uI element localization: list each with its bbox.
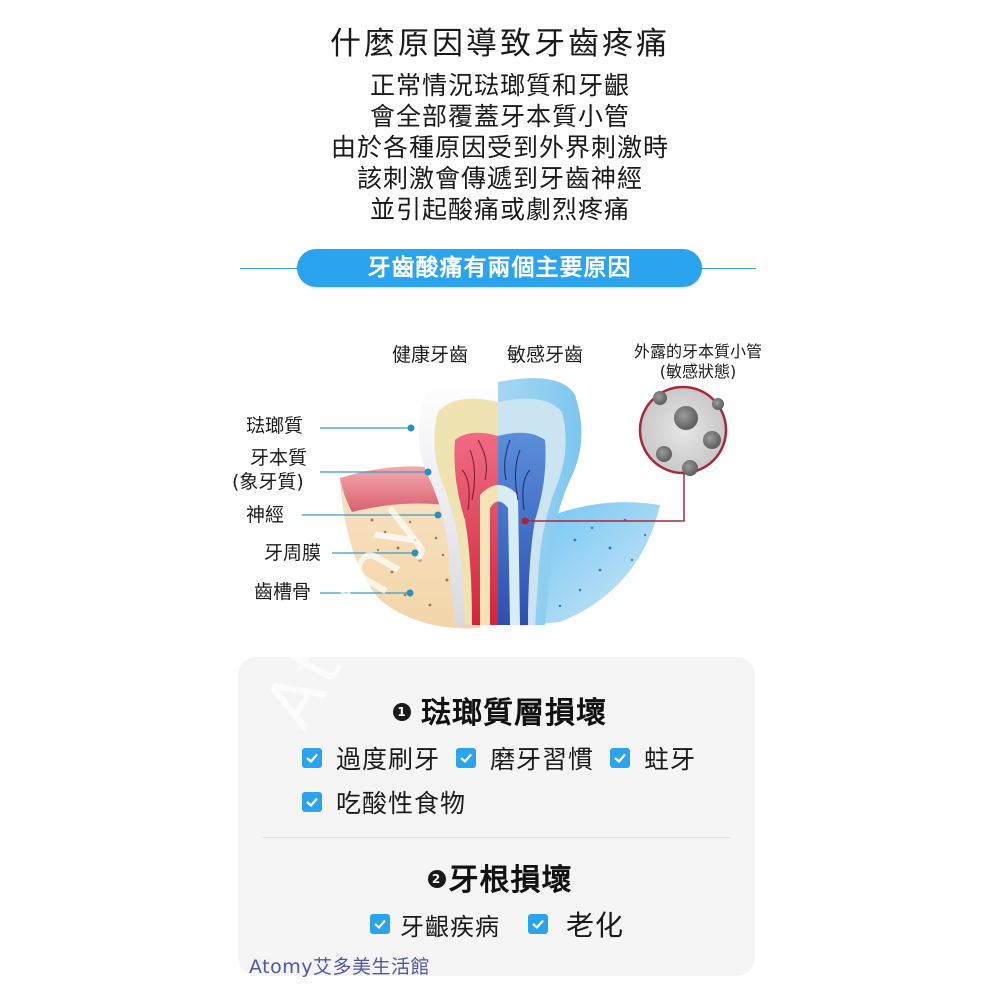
section-banner: 牙齒酸痛有兩個主要原因: [240, 249, 756, 287]
checkbox-label: 蛀牙: [644, 745, 697, 774]
tooth-illustration-icon: [302, 378, 728, 629]
section-1-row-2: 吃酸性食物: [302, 784, 482, 820]
section-1-row-1: 過度刷牙 磨牙習慣 蛀牙: [302, 740, 712, 776]
label-dentin-sub: (象牙質): [232, 471, 304, 493]
number-badge-1: 1: [393, 702, 411, 721]
intro-text: 正常情況琺瑯質和牙齦 會全部覆蓋牙本質小管 由於各種原因受到外界刺激時 該刺激會…: [0, 70, 1000, 225]
banner-divider-right: [696, 268, 756, 269]
checkbox-label: 過度刷牙: [336, 745, 441, 774]
intro-line: 並引起酸痛或劇烈疼痛: [369, 195, 630, 224]
checkbox-label: 老化: [566, 909, 625, 942]
label-enamel: 琺瑯質: [246, 415, 304, 437]
checkbox-checked-icon[interactable]: [302, 792, 322, 812]
number-badge-2: 2: [427, 869, 446, 888]
label-healthy-tooth: 健康牙齒: [392, 344, 469, 366]
checkbox-checked-icon[interactable]: [370, 914, 390, 934]
checkbox-checked-icon[interactable]: [610, 748, 631, 768]
checkbox-checked-icon[interactable]: [456, 748, 477, 768]
label-nerve: 神經: [246, 504, 285, 526]
causes-card: [238, 657, 755, 976]
page-title: 什麼原因導致牙齒疼痛: [330, 26, 670, 62]
intro-line: 會全部覆蓋牙本質小管: [369, 102, 630, 131]
checkbox-checked-icon[interactable]: [528, 914, 548, 934]
intro-line: 正常情況琺瑯質和牙齦: [369, 71, 630, 100]
banner-divider-left: [240, 268, 300, 269]
intro-line: 由於各種原因受到外界刺激時: [330, 133, 669, 162]
label-exposed-line1: 外露的牙本質小管: [633, 342, 762, 361]
checkbox-item[interactable]: 磨牙習慣: [456, 740, 594, 776]
checkbox-item[interactable]: 老化: [528, 904, 624, 944]
label-exposed-tubules: 外露的牙本質小管 (敏感狀態): [623, 342, 773, 382]
checkbox-checked-icon[interactable]: [302, 748, 322, 768]
footer-brand: Atomy艾多美生活館: [249, 956, 430, 978]
label-dentin-main: 牙本質: [250, 447, 308, 469]
checkbox-label: 磨牙習慣: [490, 745, 595, 774]
section-2-title-text: 牙根損壞: [448, 863, 573, 898]
checkbox-item[interactable]: 蛀牙: [610, 740, 696, 776]
label-dentin: 牙本質 (象牙質): [232, 446, 308, 494]
intro-line: 該刺激會傳遞到牙齒神經: [356, 164, 643, 193]
section-2-row: 牙齦疾病 老化: [370, 904, 640, 944]
section-1-title: 1 琺瑯質層損壞: [0, 688, 1000, 732]
banner-pill: 牙齒酸痛有兩個主要原因: [297, 249, 702, 287]
tooth-diagram: 健康牙齒 敏感牙齒 外露的牙本質小管 (敏感狀態) 琺瑯質 牙本質 (象牙質) …: [0, 300, 1000, 650]
checkbox-item[interactable]: 牙齦疾病: [370, 907, 500, 942]
label-alveolar-bone: 齒槽骨: [254, 581, 312, 603]
checkbox-item[interactable]: 過度刷牙: [302, 740, 440, 776]
label-sensitive-tooth: 敏感牙齒: [507, 344, 584, 366]
checkbox-label: 吃酸性食物: [336, 789, 467, 818]
section-divider: [263, 837, 730, 838]
checkbox-item[interactable]: 吃酸性食物: [302, 784, 466, 820]
label-periodontal-ligament: 牙周膜: [264, 542, 322, 564]
checkbox-label: 牙齦疾病: [400, 912, 500, 941]
label-exposed-line2: (敏感狀態): [659, 362, 737, 381]
section-1-title-text: 琺瑯質層損壞: [421, 696, 607, 731]
